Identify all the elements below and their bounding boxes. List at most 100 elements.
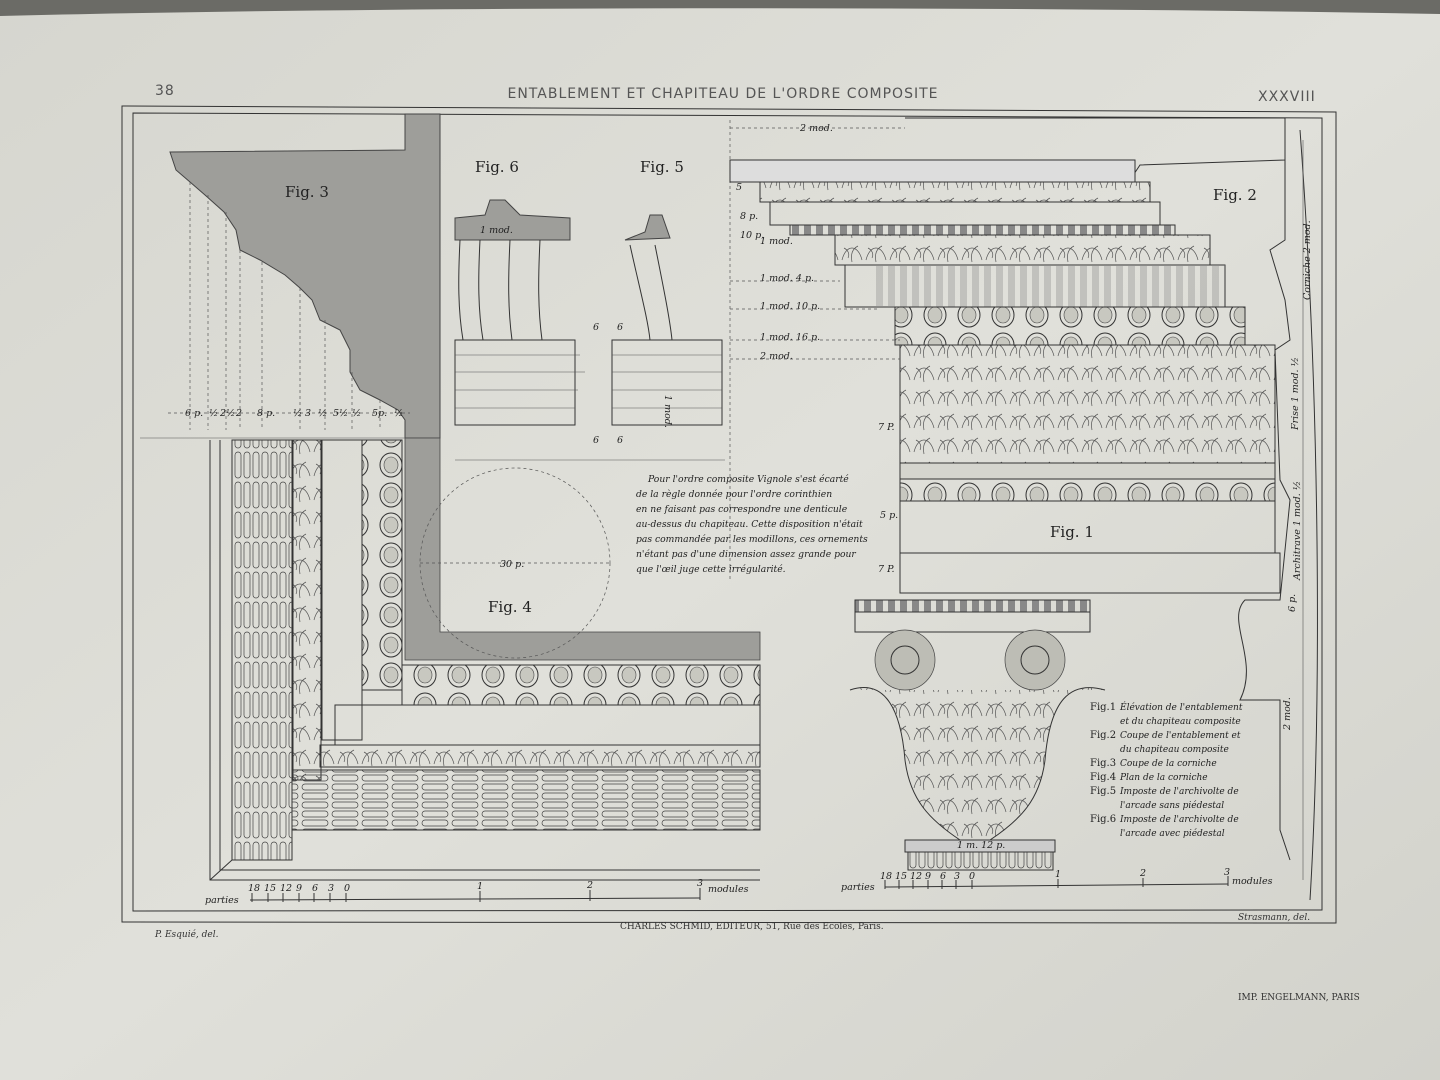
fig4-diameter: 30 p.	[500, 559, 524, 570]
dimension-label: 2	[235, 408, 242, 419]
dimension-label: Fig.3	[1090, 758, 1116, 769]
fig4-cornice-plan: 30 p. Fig. 4	[140, 437, 761, 881]
dimension-label: modules	[708, 884, 749, 895]
dimension-label: parties	[841, 882, 875, 893]
dimension-label: 9	[296, 883, 302, 894]
composite-capital: 1 m. 12 p.	[849, 599, 1106, 871]
dimension-label: n'étant pas d'une dimension assez grande…	[636, 549, 856, 560]
dimension-label: l'arcade sans piédestal	[1120, 800, 1224, 811]
dimension-label: 1 mod. 4 p.	[760, 273, 814, 284]
dimension-label: 6	[593, 435, 599, 446]
dimension-label: Corniche 2 mod.	[1302, 220, 1313, 300]
dimension-label: 18	[248, 883, 260, 894]
fig3-label: Fig. 3	[285, 183, 329, 201]
dimension-label: 3	[328, 883, 334, 894]
dimension-label: 5½	[333, 408, 348, 419]
plate-number: XXXVIII	[1258, 89, 1316, 105]
dimension-label: modules	[1232, 876, 1273, 887]
dimension-label: Plan de la corniche	[1119, 773, 1208, 783]
dimension-label: 3	[1224, 867, 1230, 878]
dimension-label: 6	[593, 322, 599, 333]
dimension-label: Coupe de l'entablement et	[1120, 731, 1241, 741]
dimension-label: au-dessus du chapiteau. Cette dispositio…	[636, 519, 863, 530]
dimension-label: 2 mod.	[799, 123, 833, 134]
dimension-label: Imposte de l'archivolte de	[1119, 815, 1239, 825]
fig1-entablature-elevation: Fig. 1 Fig. 2	[729, 117, 1286, 594]
dimension-label: du chapiteau composite	[1120, 745, 1229, 755]
scale-bar-right: parties 18 15 12 9 6 3 0 1 2 3 modules	[841, 867, 1273, 893]
dimension-label: Fig.5	[1090, 786, 1116, 797]
dimension-label: pas commandée par les modillons, ces orn…	[636, 534, 868, 545]
printer-credit: IMP. ENGELMANN, PARIS	[1238, 993, 1360, 1003]
fig4-label: Fig. 4	[488, 598, 532, 616]
dimension-label: 3	[954, 871, 960, 882]
dimension-label: Fig.6	[1090, 814, 1116, 825]
dimension-label: 6	[617, 322, 623, 333]
dimension-label: 5p.	[372, 408, 387, 419]
page-number: 38	[155, 83, 175, 99]
plate-title: ENTABLEMENT ET CHAPITEAU DE L'ORDRE COMP…	[507, 86, 938, 102]
dimension-label: Architrave 1 mod. ½	[1292, 481, 1303, 581]
dimension-label: 9	[925, 871, 931, 882]
dimension-label: en ne faisant pas correspondre une denti…	[636, 504, 848, 515]
plate-frame-inner	[132, 112, 1323, 912]
dimension-label: 2 mod.	[1282, 697, 1293, 731]
dimension-label: 18	[880, 871, 892, 882]
credit-left-draftsman: P. Esquié, del.	[154, 929, 219, 940]
dimension-label: ½	[318, 408, 327, 419]
dimension-label: 6	[312, 883, 318, 894]
fig3-dimensions: 6 p. ½ 2½ 2 8 p. ½ 3 ½ 5½ ½ 5p. ½	[168, 408, 410, 419]
dimension-label: de la règle donnée pour l'ordre corinthi…	[636, 489, 832, 500]
dimension-label: 5	[736, 182, 742, 193]
dimension-label: 1 mod. 10 p.	[760, 301, 820, 312]
dimension-label: Fig.1	[1090, 702, 1116, 713]
dimension-label: Imposte de l'archivolte de	[1119, 787, 1239, 797]
explanatory-note: Pour l'ordre composite Vignole s'est éca…	[636, 474, 868, 575]
dimension-label: 7 P.	[878, 564, 895, 575]
dimension-label: 12	[910, 871, 922, 882]
plate-frame-outer	[121, 105, 1337, 924]
dimension-label: l'arcade avec piédestal	[1120, 828, 1225, 839]
dimension-label: Fig.2	[1090, 730, 1116, 741]
dimension-label: 12	[280, 883, 292, 894]
scale-bar-left: parties 18 15 12 9 6 3 0 1 2 3 modules	[205, 878, 749, 906]
dimension-label: Frise 1 mod. ½	[1290, 357, 1301, 431]
dimension-label: 6	[617, 435, 623, 446]
dimension-label: 7 P.	[878, 422, 895, 433]
fig5-label: Fig. 5	[640, 158, 684, 176]
dimension-label: 2½	[219, 408, 235, 419]
dimension-label: 6 p.	[185, 408, 203, 419]
dimension-label: Élévation de l'entablement	[1119, 701, 1243, 713]
dimension-label: 2 mod.	[759, 351, 793, 362]
dimension-label: 1	[477, 881, 483, 892]
dimension-label: 15	[895, 871, 907, 882]
dimension-label: et du chapiteau composite	[1120, 717, 1241, 727]
dimension-label: 3	[305, 408, 311, 419]
page-edge-shadow	[0, 0, 1440, 16]
dimension-label: ½	[352, 408, 361, 419]
dimension-label: que l'œil juge cette irrégularité.	[636, 564, 786, 575]
fig1-label: Fig. 1	[1050, 523, 1094, 541]
fig6-label: Fig. 6	[475, 158, 519, 176]
dimension-label: ½	[394, 408, 403, 419]
fig5-impost-without-pedestal: Fig. 5 1 mod. 6 6	[611, 158, 723, 446]
dimension-label: 0	[969, 871, 975, 882]
fig3-cornice-section: Fig. 3	[169, 113, 441, 439]
dimension-label: 3	[697, 878, 703, 889]
dimension-label: 1 mod. 16 p.	[760, 332, 820, 343]
dimension-label: parties	[205, 895, 239, 906]
dimension-label: Fig.4	[1090, 772, 1116, 783]
dimension-label: 5 p.	[880, 510, 898, 521]
dimension-label: 6	[940, 871, 946, 882]
dimension-label: 15	[264, 883, 276, 894]
dimension-label: 1 mod.	[662, 395, 673, 428]
dimension-label: 1	[1055, 869, 1061, 880]
fig6-impost-with-pedestal: Fig. 6 1 mod. 6 6	[454, 158, 725, 461]
dimension-label: 2	[586, 880, 593, 891]
dimension-label: 0	[344, 883, 350, 894]
dimension-label: ½	[209, 408, 218, 419]
dimension-label: 8 p.	[257, 408, 275, 419]
dimension-label: Coupe de la corniche	[1120, 759, 1217, 769]
dimension-label: 2	[1139, 868, 1146, 879]
